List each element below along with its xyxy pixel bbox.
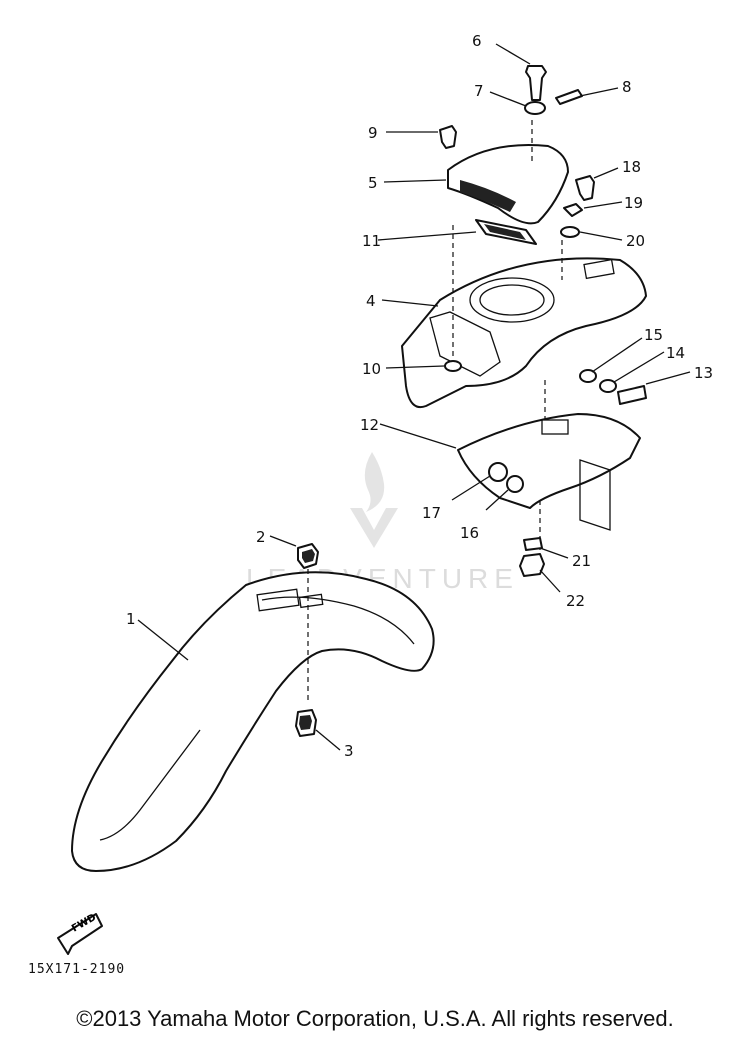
washer-14 [599, 379, 617, 393]
watermark-flame-icon [364, 452, 385, 512]
callout-6: 6 [472, 32, 482, 50]
nut-19 [563, 203, 583, 217]
callout-2: 2 [256, 528, 266, 546]
fender-nut-bottom [295, 709, 317, 737]
callout-8: 8 [622, 78, 632, 96]
callout-labels: 1 2 3 4 5 6 7 8 9 10 11 12 13 14 15 16 1… [126, 32, 713, 760]
grommet-17 [488, 462, 508, 482]
leader-lines [137, 43, 691, 751]
callout-3: 3 [344, 742, 354, 760]
fender-bolt-top [297, 543, 319, 569]
callout-18: 18 [622, 158, 641, 176]
callout-19: 19 [624, 194, 643, 212]
callout-10: 10 [362, 360, 381, 378]
bolt-18 [575, 175, 595, 201]
callout-1: 1 [126, 610, 136, 628]
fwd-arrow: FWD [57, 912, 103, 955]
grommet-10 [444, 360, 462, 372]
nut-22 [519, 553, 545, 577]
fender-label-plate [256, 588, 300, 612]
watermark-v-icon [350, 508, 398, 548]
diagram-code: 15X171-2190 [28, 962, 126, 977]
screw-9 [439, 125, 457, 149]
clip-8 [555, 89, 583, 105]
spacer-16 [506, 475, 524, 493]
callout-14: 14 [666, 344, 685, 362]
callout-16: 16 [460, 524, 479, 542]
fwd-arrow-icon [57, 913, 103, 955]
washer-21 [523, 537, 543, 551]
callout-12: 12 [360, 416, 379, 434]
callout-5: 5 [368, 174, 378, 192]
top-cover [447, 120, 569, 225]
callout-4: 4 [366, 292, 376, 310]
exploded-parts-diagram: LEADVENTURE [57, 32, 713, 955]
lower-fairing [457, 380, 641, 560]
bolt-13 [617, 385, 647, 405]
callout-22: 22 [566, 592, 585, 610]
callout-7: 7 [474, 82, 484, 100]
headlight-housing [401, 225, 647, 408]
callout-11: 11 [362, 232, 381, 250]
callout-20: 20 [626, 232, 645, 250]
bolt-6 [525, 65, 547, 101]
callout-21: 21 [572, 552, 591, 570]
callout-15: 15 [644, 326, 663, 344]
callout-9: 9 [368, 124, 378, 142]
washer-7 [524, 101, 546, 115]
callout-13: 13 [694, 364, 713, 382]
front-fender [71, 560, 435, 872]
copyright-footer: ©2013 Yamaha Motor Corporation, U.S.A. A… [76, 1006, 674, 1031]
nut-15 [579, 369, 597, 383]
washer-20 [560, 226, 580, 238]
callout-17: 17 [422, 504, 441, 522]
